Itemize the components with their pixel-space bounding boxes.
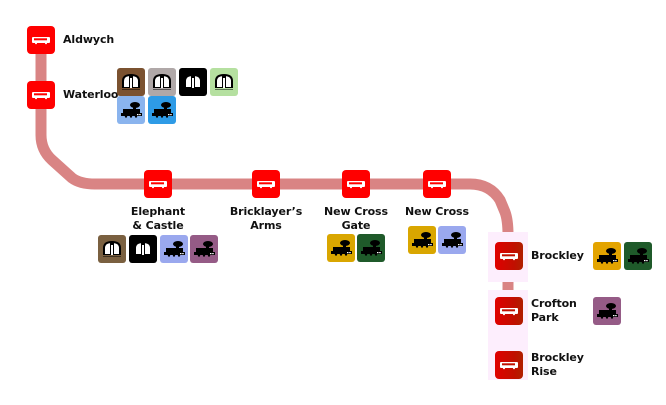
train-icon[interactable]	[438, 226, 466, 254]
stop-elephant-castle[interactable]	[144, 170, 172, 198]
stop-brockley-rise[interactable]	[495, 351, 523, 379]
station-label-elephant-castle: Elephant& Castle	[131, 205, 185, 233]
label-line: New Cross	[324, 205, 388, 218]
bus-icon	[32, 37, 50, 45]
bus-icon	[500, 308, 518, 316]
bus-icon	[347, 181, 365, 189]
train-icon[interactable]	[408, 226, 436, 254]
tube-icon[interactable]	[129, 235, 157, 263]
train-icon[interactable]	[624, 242, 652, 270]
tube-icon[interactable]	[210, 68, 238, 96]
train-icon[interactable]	[357, 234, 385, 262]
train-icon[interactable]	[160, 235, 188, 263]
station-label-new-cross: New Cross	[405, 205, 469, 218]
train-icon[interactable]	[593, 297, 621, 325]
train-icon[interactable]	[148, 96, 176, 124]
train-icon[interactable]	[593, 242, 621, 270]
stop-brockley[interactable]	[495, 242, 523, 270]
bus-icon	[257, 181, 275, 189]
stop-crofton-park[interactable]	[495, 297, 523, 325]
bus-icon	[149, 181, 167, 189]
bus-icon	[428, 181, 446, 189]
label-line: Arms	[250, 219, 282, 232]
label-line: Elephant	[130, 205, 186, 218]
label-line: Gate	[341, 219, 371, 232]
bus-icon	[500, 362, 518, 370]
label-line: Park	[531, 311, 559, 324]
tube-icon[interactable]	[179, 68, 207, 96]
station-label-brockley: Brockley	[531, 249, 584, 262]
train-icon[interactable]	[190, 235, 218, 263]
label-line: Bricklayer’s	[229, 205, 303, 218]
tube-icon[interactable]	[117, 68, 145, 96]
station-label-waterloo: Waterloo	[63, 88, 119, 101]
station-label-aldwych: Aldwych	[63, 33, 115, 46]
route-path	[35, 40, 514, 365]
tube-icon[interactable]	[98, 235, 126, 263]
stop-bricklayers-arms[interactable]	[252, 170, 280, 198]
stop-new-cross[interactable]	[423, 170, 451, 198]
stop-waterloo[interactable]	[27, 81, 55, 109]
train-icon[interactable]	[327, 234, 355, 262]
stop-new-cross-gate[interactable]	[342, 170, 370, 198]
label-line: Crofton	[531, 297, 577, 310]
bus-icon	[32, 92, 50, 100]
label-line: Brockley	[531, 351, 584, 364]
label-line: Rise	[531, 365, 557, 378]
label-line: & Castle	[132, 219, 184, 232]
tube-icon[interactable]	[148, 68, 176, 96]
train-icon[interactable]	[117, 96, 145, 124]
stop-aldwych[interactable]	[27, 26, 55, 54]
bus-icon	[500, 253, 518, 261]
